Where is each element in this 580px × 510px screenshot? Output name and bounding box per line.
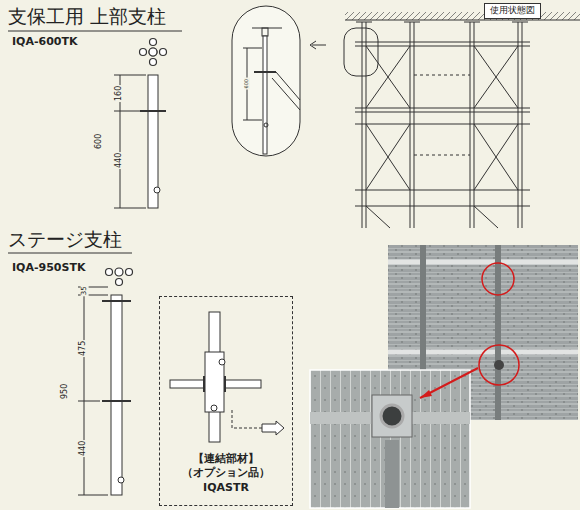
node-text: IQASTR [160, 481, 292, 495]
model-number: IQA-950STK [12, 262, 85, 274]
node-text: 【連結部材】 [160, 452, 292, 466]
dimension: 35 [80, 286, 88, 297]
option-part-box: 【連結部材】（オプション品）IQASTR [159, 296, 293, 506]
section-heading: 支保工用 上部支柱 [8, 6, 166, 27]
model-number: IQA-600TK [12, 36, 78, 48]
node-text: 使用状態図 [490, 5, 535, 17]
dimension: 950 [62, 382, 71, 399]
node-text: （オプション品） [160, 466, 292, 480]
dimension: 600 [96, 132, 105, 149]
text-group: 使用状態図 [490, 5, 535, 17]
dimension: 440 [116, 151, 125, 168]
section-heading: ステージ支柱 [8, 229, 122, 250]
dimension: 160 [116, 84, 125, 101]
view-label-box: 使用状態図 [484, 3, 541, 19]
dimension: 440 [80, 439, 89, 456]
dimension: 475 [80, 339, 89, 356]
text-group: 【連結部材】（オプション品）IQASTR [160, 452, 292, 495]
dimension: 600 [244, 78, 250, 90]
